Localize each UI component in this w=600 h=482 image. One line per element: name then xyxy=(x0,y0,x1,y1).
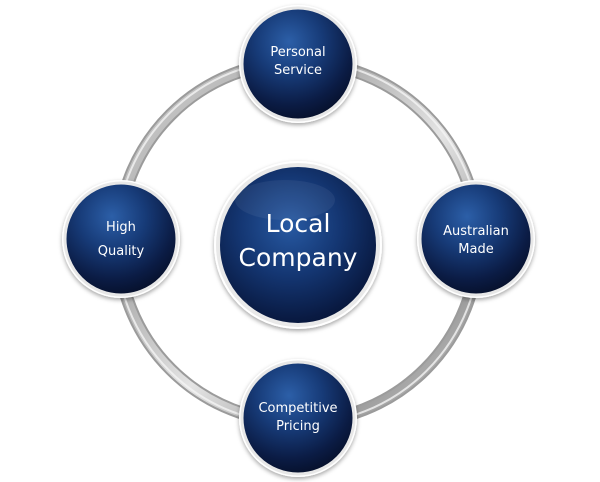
node-bottom-label-line-2: Pricing xyxy=(276,419,320,434)
node-right: Australian Made xyxy=(417,180,535,298)
node-top-label-line-2: Service xyxy=(274,63,322,78)
center-label-line-2: Company xyxy=(239,243,358,272)
node-right-label-line-2: Made xyxy=(458,242,493,257)
center-node: Local Company xyxy=(214,161,382,329)
center-label-line-1: Local xyxy=(266,209,331,238)
node-top: Personal Service xyxy=(239,5,357,123)
node-top-label-line-1: Personal xyxy=(270,45,325,60)
node-left: High Quality xyxy=(62,180,180,298)
node-bottom: Competitive Pricing xyxy=(239,359,357,477)
node-bottom-label-line-1: Competitive xyxy=(258,401,337,416)
node-left-label-line-1: High xyxy=(106,220,136,235)
node-right-label-line-1: Australian xyxy=(443,224,509,239)
node-left-label-line-2: Quality xyxy=(98,244,145,259)
